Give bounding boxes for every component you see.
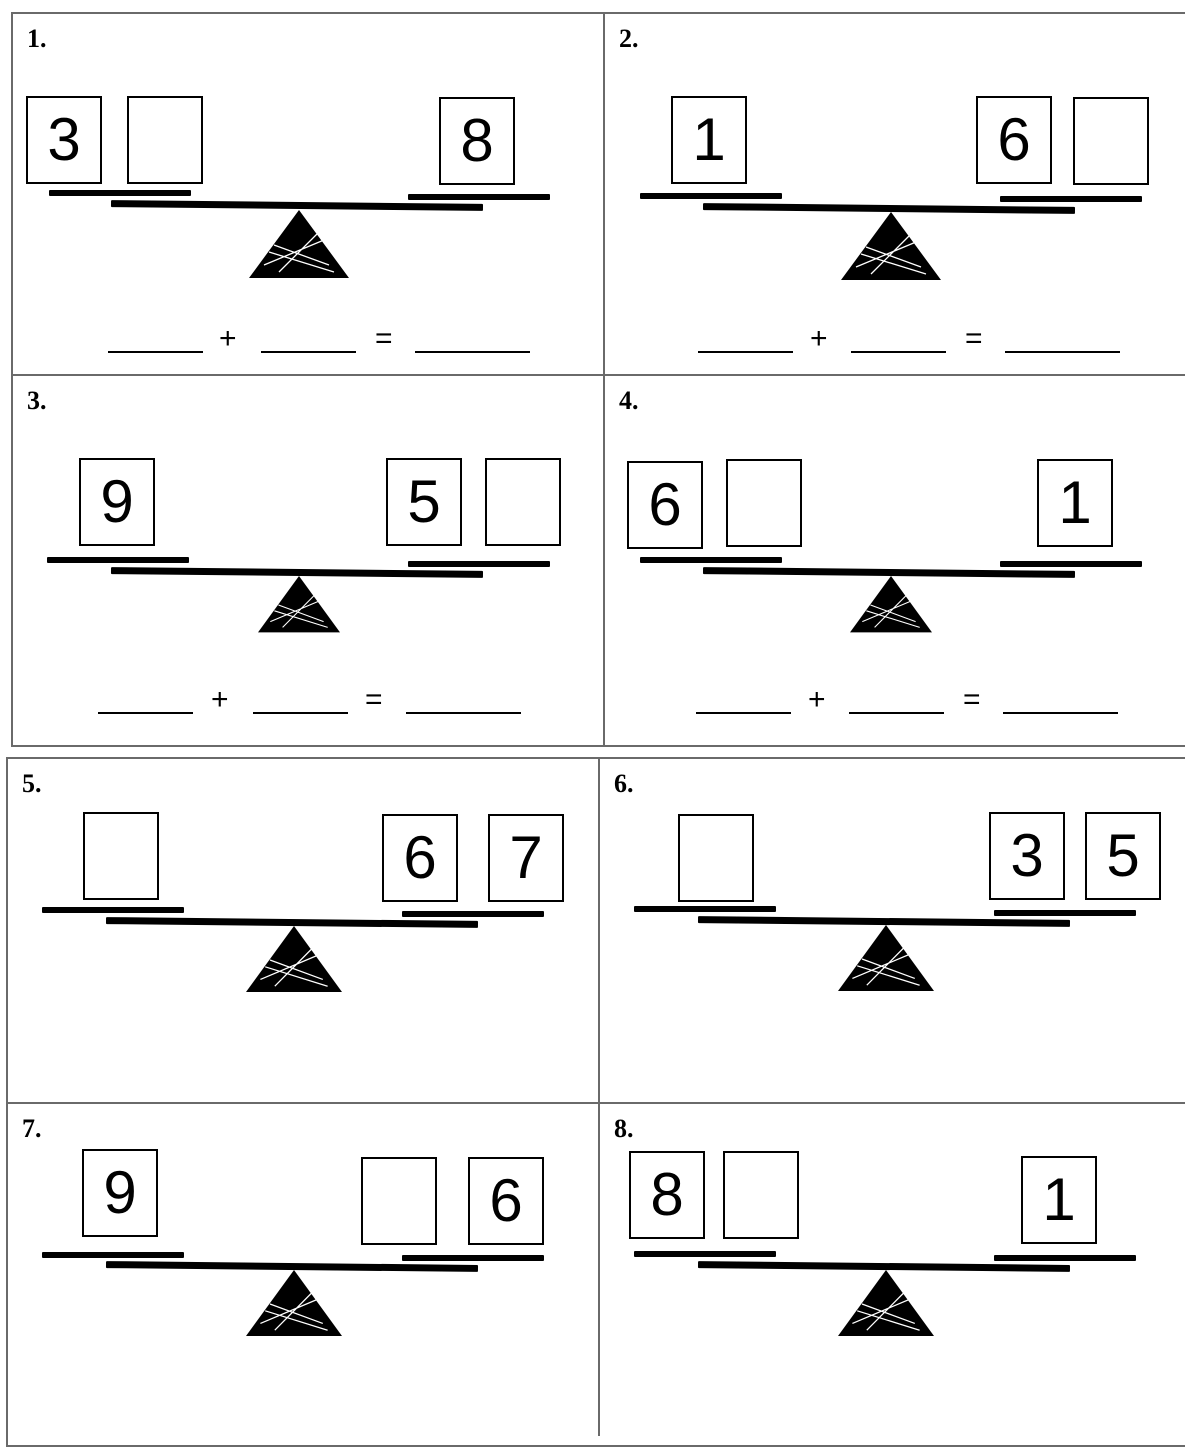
problem-3: 3. 9 5 + =	[13, 376, 603, 746]
number-box: 6	[468, 1157, 544, 1245]
right-pan	[408, 561, 550, 567]
sum-blank[interactable]	[415, 351, 530, 353]
problem-number: 2.	[619, 24, 639, 54]
left-pan	[49, 190, 191, 196]
sum-blank[interactable]	[406, 712, 521, 714]
left-pan	[634, 906, 776, 912]
number-box: 5	[1085, 812, 1161, 900]
number-box: 5	[386, 458, 462, 546]
sum-blank[interactable]	[1005, 351, 1120, 353]
fulcrum-icon	[246, 926, 342, 994]
problem-8: 8. 8 1	[600, 1104, 1185, 1436]
number-box: 9	[82, 1149, 158, 1237]
left-pan	[47, 557, 189, 563]
left-pan	[42, 1252, 184, 1258]
sum-blank[interactable]	[1003, 712, 1118, 714]
equals-sign: =	[963, 685, 981, 715]
fulcrum-icon	[838, 925, 934, 993]
addend-blank[interactable]	[851, 351, 946, 353]
addend-blank[interactable]	[253, 712, 348, 714]
plus-sign: +	[808, 685, 826, 715]
plus-sign: +	[219, 324, 237, 354]
answer-box[interactable]	[723, 1151, 799, 1239]
right-pan	[994, 910, 1136, 916]
problem-7: 7. 9 6	[8, 1104, 598, 1436]
number-box: 1	[1037, 459, 1113, 547]
right-pan	[402, 911, 544, 917]
problem-number: 4.	[619, 386, 639, 416]
number-box: 6	[976, 96, 1052, 184]
number-box: 9	[79, 458, 155, 546]
answer-box[interactable]	[1073, 97, 1149, 185]
right-pan	[1000, 196, 1142, 202]
problem-number: 3.	[27, 386, 47, 416]
problem-number: 6.	[614, 769, 634, 799]
answer-box[interactable]	[83, 812, 159, 900]
fulcrum-icon	[246, 1270, 342, 1338]
problem-2: 2. 1 6 + =	[605, 14, 1185, 374]
addend-blank[interactable]	[849, 712, 944, 714]
left-pan	[42, 907, 184, 913]
answer-box[interactable]	[485, 458, 561, 546]
number-box: 7	[488, 814, 564, 902]
problem-5: 5. 6 7	[8, 759, 598, 1102]
right-pan	[402, 1255, 544, 1261]
addend-blank[interactable]	[698, 351, 793, 353]
number-box: 1	[1021, 1156, 1097, 1244]
answer-box[interactable]	[678, 814, 754, 902]
addend-blank[interactable]	[108, 351, 203, 353]
fulcrum-icon	[838, 1270, 934, 1338]
right-pan	[1000, 561, 1142, 567]
plus-sign: +	[211, 685, 229, 715]
problem-4: 4. 6 1 + =	[605, 376, 1185, 746]
addend-blank[interactable]	[696, 712, 791, 714]
problem-1: 1. 3 8 + =	[13, 14, 603, 374]
fulcrum-icon	[258, 576, 340, 634]
number-box: 8	[629, 1151, 705, 1239]
problem-number: 8.	[614, 1114, 634, 1144]
fulcrum-icon	[249, 210, 349, 280]
equals-sign: =	[365, 685, 383, 715]
problem-number: 1.	[27, 24, 47, 54]
left-pan	[640, 193, 782, 199]
fulcrum-icon	[850, 576, 932, 634]
problem-number: 7.	[22, 1114, 42, 1144]
addend-blank[interactable]	[98, 712, 193, 714]
left-pan	[640, 557, 782, 563]
answer-box[interactable]	[726, 459, 802, 547]
number-box: 6	[382, 814, 458, 902]
equals-sign: =	[965, 324, 983, 354]
addend-blank[interactable]	[261, 351, 356, 353]
number-box: 1	[671, 96, 747, 184]
number-box: 8	[439, 97, 515, 185]
fulcrum-icon	[841, 212, 941, 282]
problem-number: 5.	[22, 769, 42, 799]
problem-6: 6. 3 5	[600, 759, 1185, 1102]
right-pan	[994, 1255, 1136, 1261]
left-pan	[634, 1251, 776, 1257]
answer-box[interactable]	[361, 1157, 437, 1245]
number-box: 3	[989, 812, 1065, 900]
answer-box[interactable]	[127, 96, 203, 184]
right-pan	[408, 194, 550, 200]
equals-sign: =	[375, 324, 393, 354]
number-box: 6	[627, 461, 703, 549]
number-box: 3	[26, 96, 102, 184]
plus-sign: +	[810, 324, 828, 354]
